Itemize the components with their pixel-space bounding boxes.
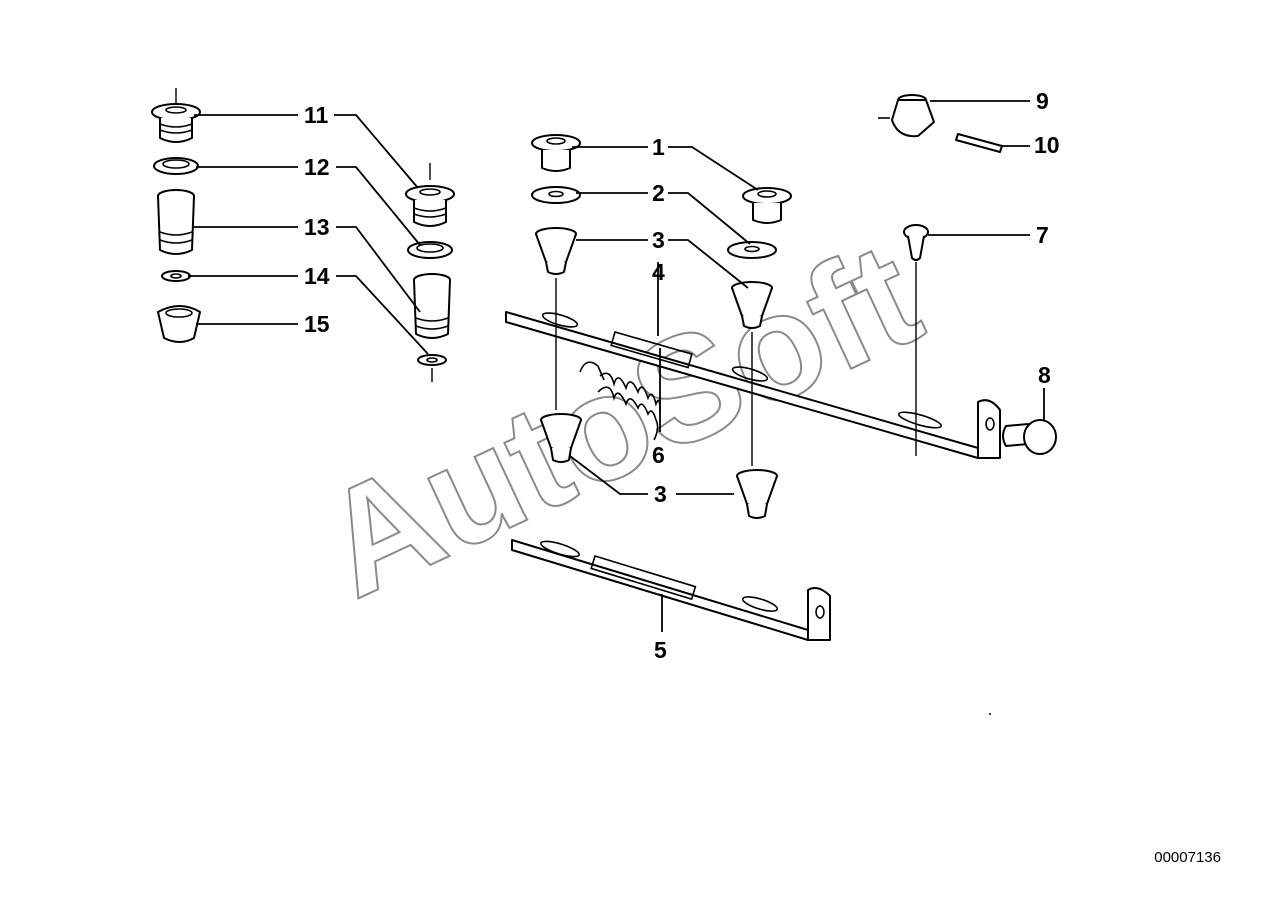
callout-3-top: 3 — [652, 227, 665, 253]
part-1-bushing-b — [742, 187, 792, 224]
part-12-ring-b — [407, 241, 453, 259]
callout-2: 2 — [652, 180, 665, 206]
part-2-washer — [531, 186, 581, 204]
callout-10: 10 — [1034, 132, 1060, 158]
callout-11: 11 — [304, 102, 329, 128]
part-10-pin — [955, 133, 1003, 153]
callout-6: 6 — [652, 442, 665, 468]
part-2-washer-b — [727, 241, 777, 259]
callout-labels: 11 12 13 14 15 1 2 3 4 6 3 5 7 8 9 10 — [304, 88, 1060, 663]
speck — [989, 713, 991, 715]
part-13-sleeve — [157, 189, 195, 255]
part-3-buffer-bottom-b — [736, 469, 778, 519]
callout-8: 8 — [1038, 362, 1051, 388]
part-7-plug — [903, 224, 929, 456]
part-6-spring — [579, 361, 661, 441]
leader-lines — [188, 100, 1045, 632]
part-8-pin — [1002, 419, 1057, 455]
callout-7: 7 — [1036, 222, 1049, 248]
middle-left-stack — [405, 163, 455, 382]
callout-3-bottom: 3 — [654, 481, 667, 507]
part-14-washer — [161, 270, 191, 282]
part-9-cap — [878, 94, 935, 138]
callout-13: 13 — [304, 214, 330, 240]
callout-5: 5 — [654, 637, 667, 663]
part-12-ring — [153, 157, 199, 175]
part-1-bushing — [531, 134, 581, 172]
part-3-buffer-top-b — [731, 281, 773, 329]
callout-12: 12 — [304, 154, 330, 180]
part-11-bushing — [151, 103, 201, 143]
callout-9: 9 — [1036, 88, 1049, 114]
part-4-upper-bracket — [505, 311, 1001, 459]
center-stack-left — [531, 134, 582, 463]
callout-4: 4 — [652, 259, 665, 285]
part-11-bushing-b — [405, 185, 455, 227]
part-15-grommet — [157, 305, 201, 343]
part-13-sleeve-b — [413, 273, 451, 339]
center-stack-right — [727, 187, 792, 519]
callout-15: 15 — [304, 311, 330, 337]
callout-14: 14 — [304, 263, 330, 289]
callout-1: 1 — [652, 134, 665, 160]
part-5-lower-bracket — [511, 539, 831, 641]
part-3-buffer-top — [535, 227, 577, 275]
part-14-washer-b — [417, 354, 447, 366]
left-stack — [151, 88, 201, 343]
document-number: 00007136 — [1154, 849, 1221, 866]
part-3-buffer-bottom — [540, 413, 582, 463]
